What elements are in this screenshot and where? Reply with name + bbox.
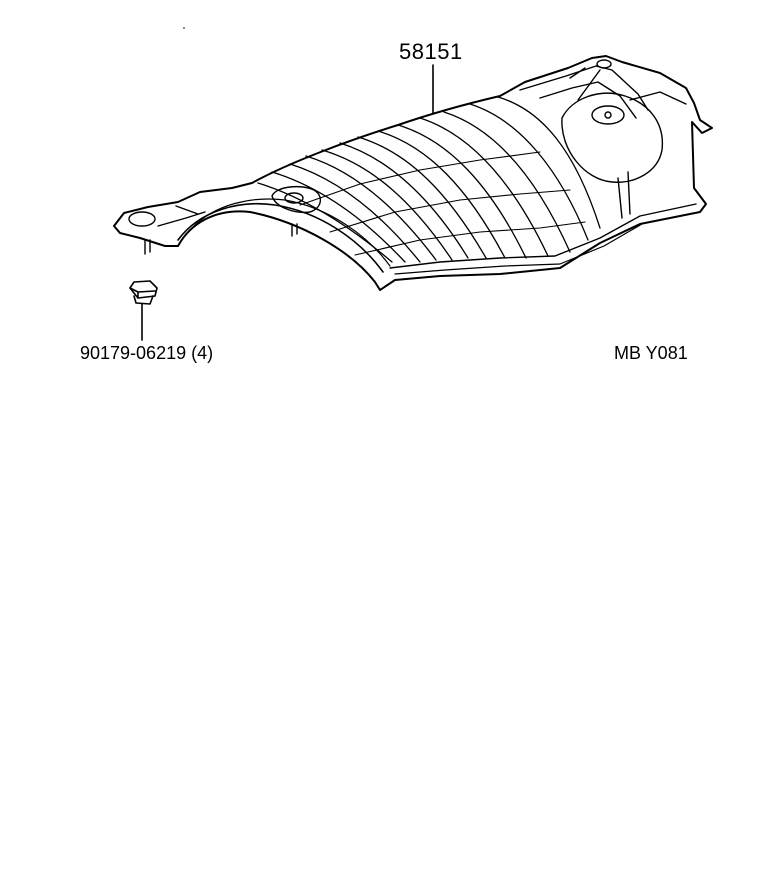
rib-creases xyxy=(299,151,586,256)
part-number-nut: 90179-06219 (4) xyxy=(80,343,214,363)
nut-drawing xyxy=(129,280,158,305)
corrugation-ribs xyxy=(257,96,601,263)
center-boss xyxy=(271,185,321,237)
rear-mount-dome xyxy=(561,92,664,219)
rear-upper-flange xyxy=(519,59,687,119)
part-number-heat-insulator: 58151 xyxy=(399,39,463,64)
scan-speck xyxy=(183,27,185,29)
diagram-code: MB Y081 xyxy=(614,343,688,363)
insulator-outline xyxy=(113,55,713,291)
front-mount-tab xyxy=(128,205,206,255)
bottom-flange-inner xyxy=(394,223,643,275)
bottom-flange xyxy=(389,203,697,269)
